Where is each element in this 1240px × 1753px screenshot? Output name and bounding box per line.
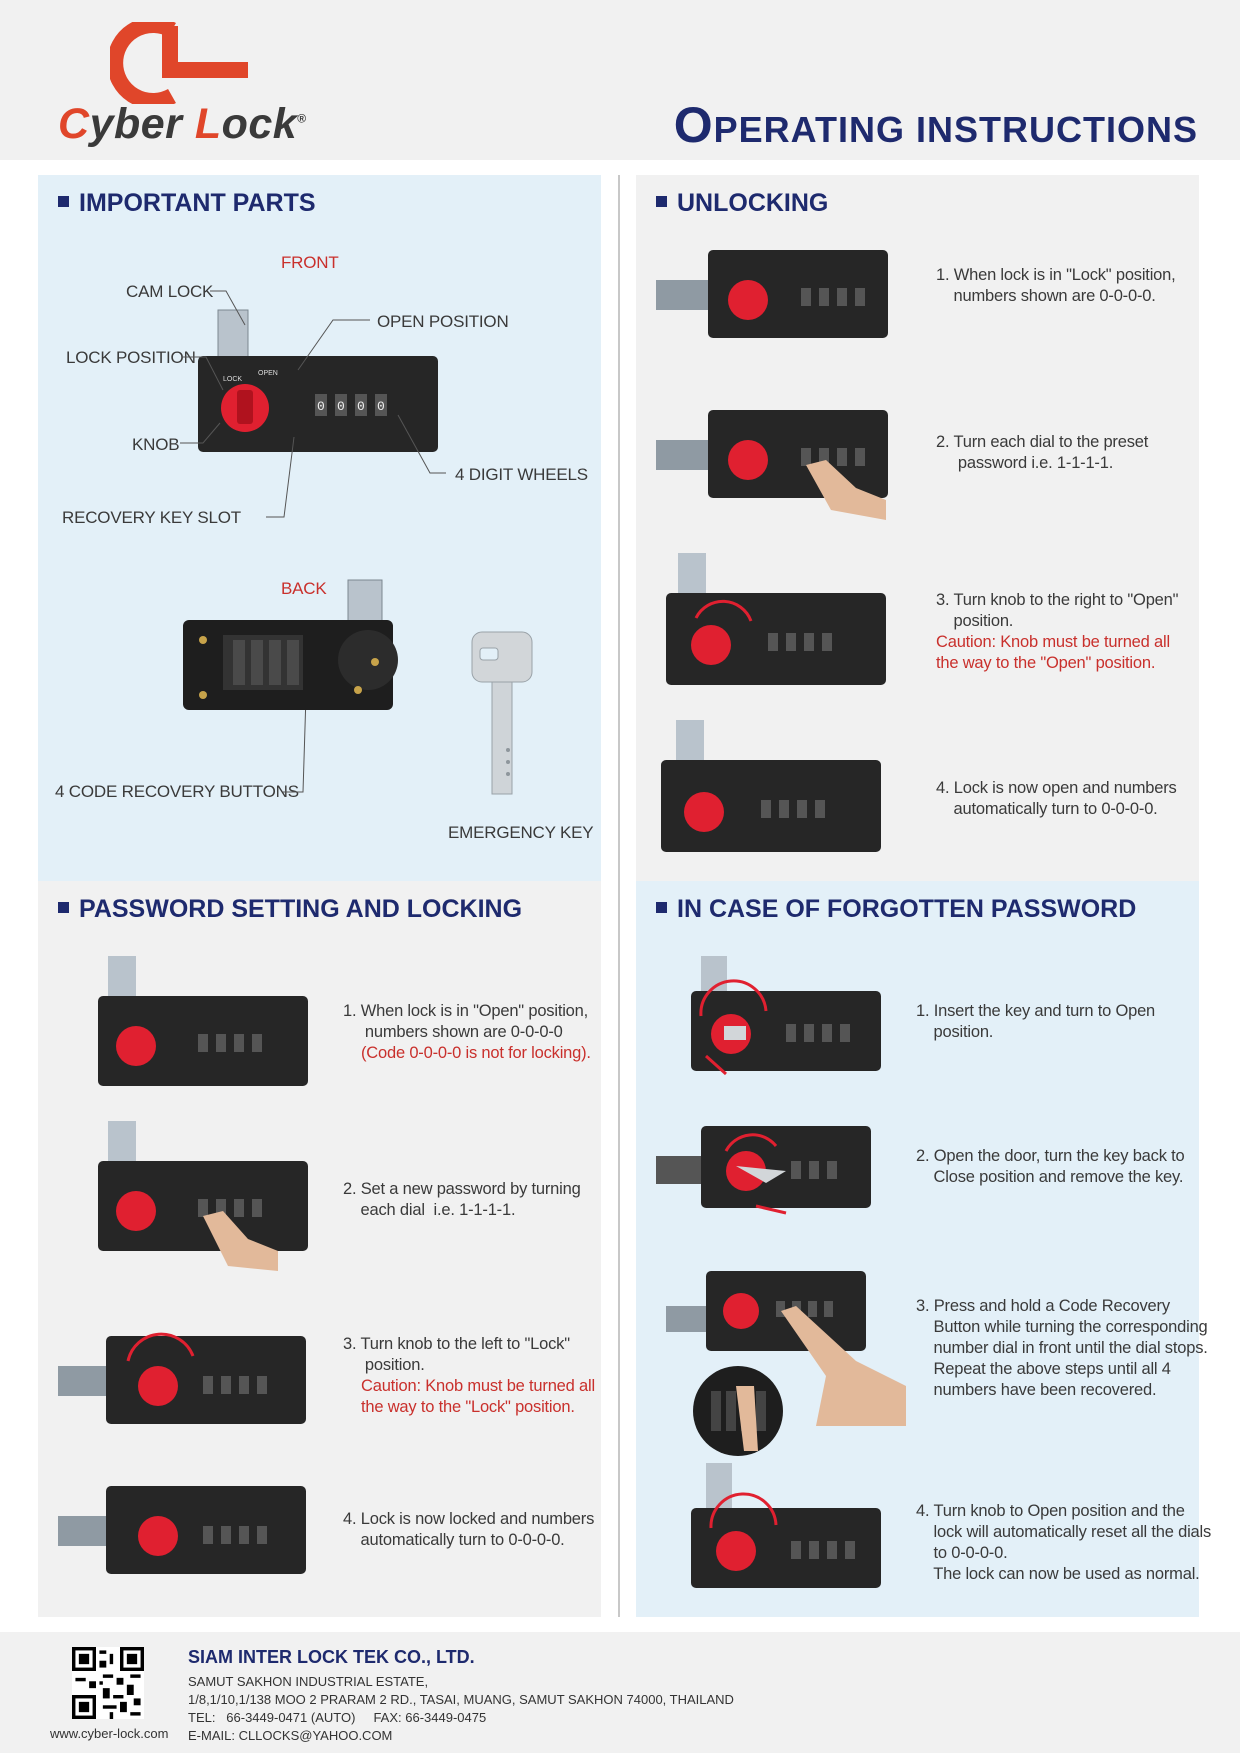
page-title: OPERATING INSTRUCTIONS — [673, 97, 1198, 153]
password-step-2: 2. Set a new password by turning each di… — [343, 1180, 581, 1219]
header: Cyber Lock® OPERATING INSTRUCTIONS — [0, 0, 1240, 160]
leader-lines — [180, 290, 446, 793]
lock-position-label: LOCK POSITION — [66, 348, 196, 367]
password-step-1: 1. When lock is in "Open" position, numb… — [343, 1002, 591, 1062]
company-name: SIAM INTER LOCK TEK CO., LTD. — [188, 1647, 475, 1667]
email-line[interactable]: E-MAIL: CLLOCKS@YAHOO.COM — [188, 1728, 393, 1743]
brand-name: Cyber Lock® — [58, 100, 307, 148]
digit-wheels-label: 4 DIGIT WHEELS — [455, 465, 588, 484]
forgotten-password-panel: IN CASE OF FORGOTTEN PASSWORD 1. Insert … — [636, 881, 1211, 1617]
unlocking-step-1: 1. When lock is in "Lock" position, numb… — [936, 266, 1176, 305]
important-parts-title: IMPORTANT PARTS — [58, 189, 316, 218]
password-step2-illustration — [98, 1121, 308, 1271]
password-step-4: 4. Lock is now locked and numbers automa… — [343, 1510, 595, 1549]
svg-text:LOCK: LOCK — [223, 376, 242, 383]
back-label: BACK — [281, 579, 327, 598]
forgotten-step4-illustration — [691, 1463, 881, 1588]
password-step4-illustration — [58, 1486, 306, 1574]
password-step-3: 3. Turn knob to the left to "Lock" posit… — [343, 1335, 595, 1416]
password-setting-panel: PASSWORD SETTING AND LOCKING 1. When loc… — [38, 881, 601, 1617]
knob-label: KNOB — [132, 435, 180, 454]
address-line-1: SAMUT SAKHON INDUSTRIAL ESTATE, — [188, 1674, 429, 1689]
forgotten-password-title: IN CASE OF FORGOTTEN PASSWORD — [656, 895, 1136, 924]
unlocking-step1-illustration — [656, 250, 888, 338]
unlocking-panel: UNLOCKING 1. When lock is in "Lock" posi… — [636, 175, 1199, 881]
back-lock-illustration — [183, 579, 398, 710]
website-link[interactable]: www.cyber-lock.com — [50, 1726, 169, 1741]
forgotten-step1-illustration — [691, 956, 881, 1076]
front-label: FRONT — [281, 253, 339, 272]
unlocking-step2-illustration — [656, 410, 888, 520]
cyber-lock-logo-mark — [110, 22, 248, 104]
unlocking-step-2: 2. Turn each dial to the preset password… — [936, 433, 1149, 472]
svg-text:0: 0 — [317, 399, 325, 414]
unlocking-title: UNLOCKING — [656, 189, 828, 218]
unlocking-step-3: 3. Turn knob to the right to "Open" posi… — [936, 591, 1179, 672]
svg-text:OPEN: OPEN — [258, 370, 278, 377]
important-parts-panel: IMPORTANT PARTS FRONT CAM LOCK OPEN POSI… — [38, 175, 601, 881]
recovery-key-slot-label: RECOVERY KEY SLOT — [62, 508, 241, 527]
address-line-2: 1/8,1/10,1/138 MOO 2 PRARAM 2 RD., TASAI… — [188, 1692, 734, 1707]
svg-text:0: 0 — [377, 399, 385, 414]
emergency-key-illustration — [471, 631, 533, 795]
footer: www.cyber-lock.com SIAM INTER LOCK TEK C… — [0, 1632, 1240, 1753]
forgotten-step3-illustration — [666, 1271, 906, 1456]
open-position-label: OPEN POSITION — [377, 312, 509, 331]
forgotten-step2-illustration — [656, 1126, 871, 1215]
unlocking-step3-illustration — [666, 553, 886, 685]
password-setting-title: PASSWORD SETTING AND LOCKING — [58, 895, 522, 924]
recovery-buttons-label: 4 CODE RECOVERY BUTTONS — [55, 782, 299, 801]
unlocking-step-4: 4. Lock is now open and numbers automati… — [936, 779, 1177, 818]
forgotten-step-4: 4. Turn knob to Open position and the lo… — [916, 1502, 1212, 1583]
cam-lock-label: CAM LOCK — [126, 282, 214, 301]
forgotten-step-2: 2. Open the door, turn the key back to C… — [916, 1147, 1185, 1186]
front-lock-illustration: LOCK OPEN 0 0 0 0 — [198, 309, 438, 452]
emergency-key-label: EMERGENCY KEY — [448, 823, 594, 842]
qr-code[interactable] — [72, 1647, 144, 1719]
password-step3-illustration — [58, 1332, 306, 1424]
phone-fax-line: TEL: 66-3449-0471 (AUTO) FAX: 66-3449-04… — [188, 1710, 487, 1725]
unlocking-step4-illustration — [661, 720, 881, 852]
svg-text:0: 0 — [357, 399, 365, 414]
column-divider — [618, 175, 620, 1617]
password-step1-illustration — [98, 956, 308, 1086]
forgotten-step-3: 3. Press and hold a Code Recovery Button… — [916, 1297, 1208, 1399]
svg-text:0: 0 — [337, 399, 345, 414]
forgotten-step-1: 1. Insert the key and turn to Open posit… — [916, 1002, 1156, 1041]
